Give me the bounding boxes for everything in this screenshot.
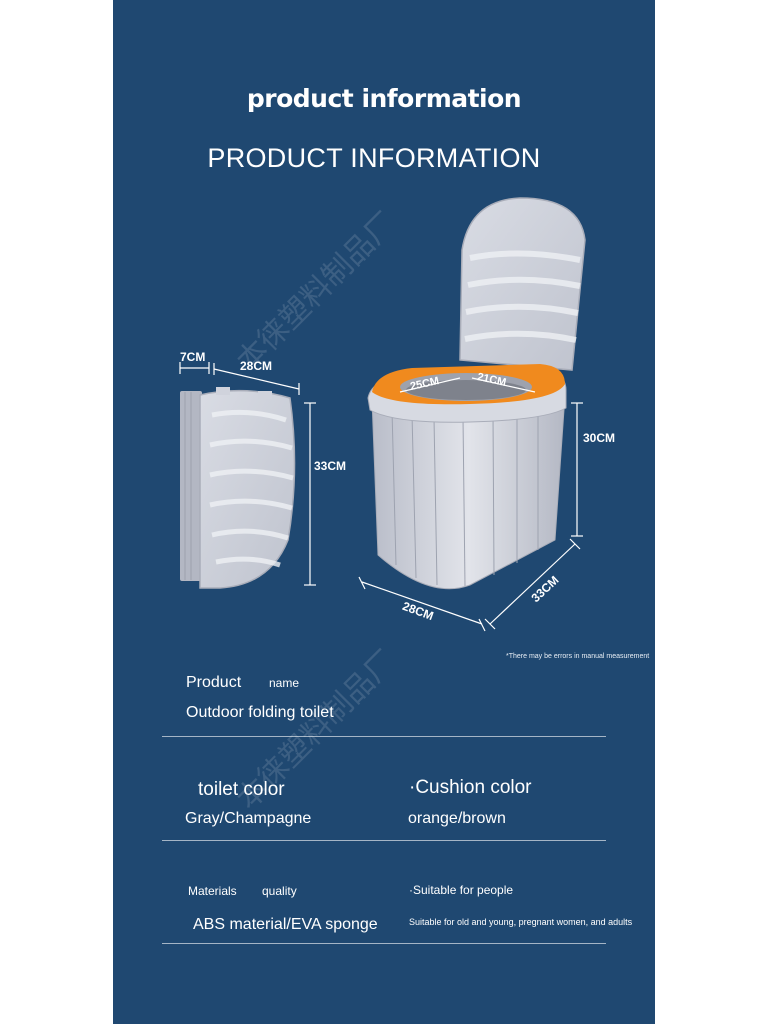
materials-value: ABS material/EVA sponge xyxy=(193,916,378,933)
materials-label: Materials xyxy=(188,884,237,898)
cushion-color-value: orange/brown xyxy=(408,810,506,827)
dim-open-height: 30CM xyxy=(583,431,616,445)
measurement-note: *There may be errors in manual measureme… xyxy=(506,653,650,660)
folded-dimension-lines xyxy=(179,362,316,586)
people-label: ·Suitable for people xyxy=(409,883,514,897)
page-title: product information xyxy=(246,84,522,113)
product-value: Outdoor folding toilet xyxy=(186,704,334,721)
toilet-color-value: Gray/Champagne xyxy=(185,810,312,827)
name-label: name xyxy=(269,676,300,690)
product-label: Product xyxy=(186,674,242,691)
dim-folded-width: 28CM xyxy=(240,359,273,373)
cushion-color-label: ·Cushion color xyxy=(409,777,532,798)
people-value: Suitable for old and young, pregnant wom… xyxy=(409,917,633,927)
open-toilet xyxy=(367,197,586,590)
open-dimension-lines xyxy=(358,377,583,632)
divider xyxy=(162,840,606,841)
dim-folded-height: 33CM xyxy=(314,459,347,473)
quality-label: quality xyxy=(262,884,297,898)
dim-folded-depth: 7CM xyxy=(180,350,206,364)
page-subtitle: PRODUCT INFORMATION xyxy=(207,143,541,173)
toilet-color-label: toilet color xyxy=(198,779,285,800)
divider xyxy=(162,943,606,944)
folded-toilet xyxy=(180,387,296,589)
divider xyxy=(162,736,606,737)
